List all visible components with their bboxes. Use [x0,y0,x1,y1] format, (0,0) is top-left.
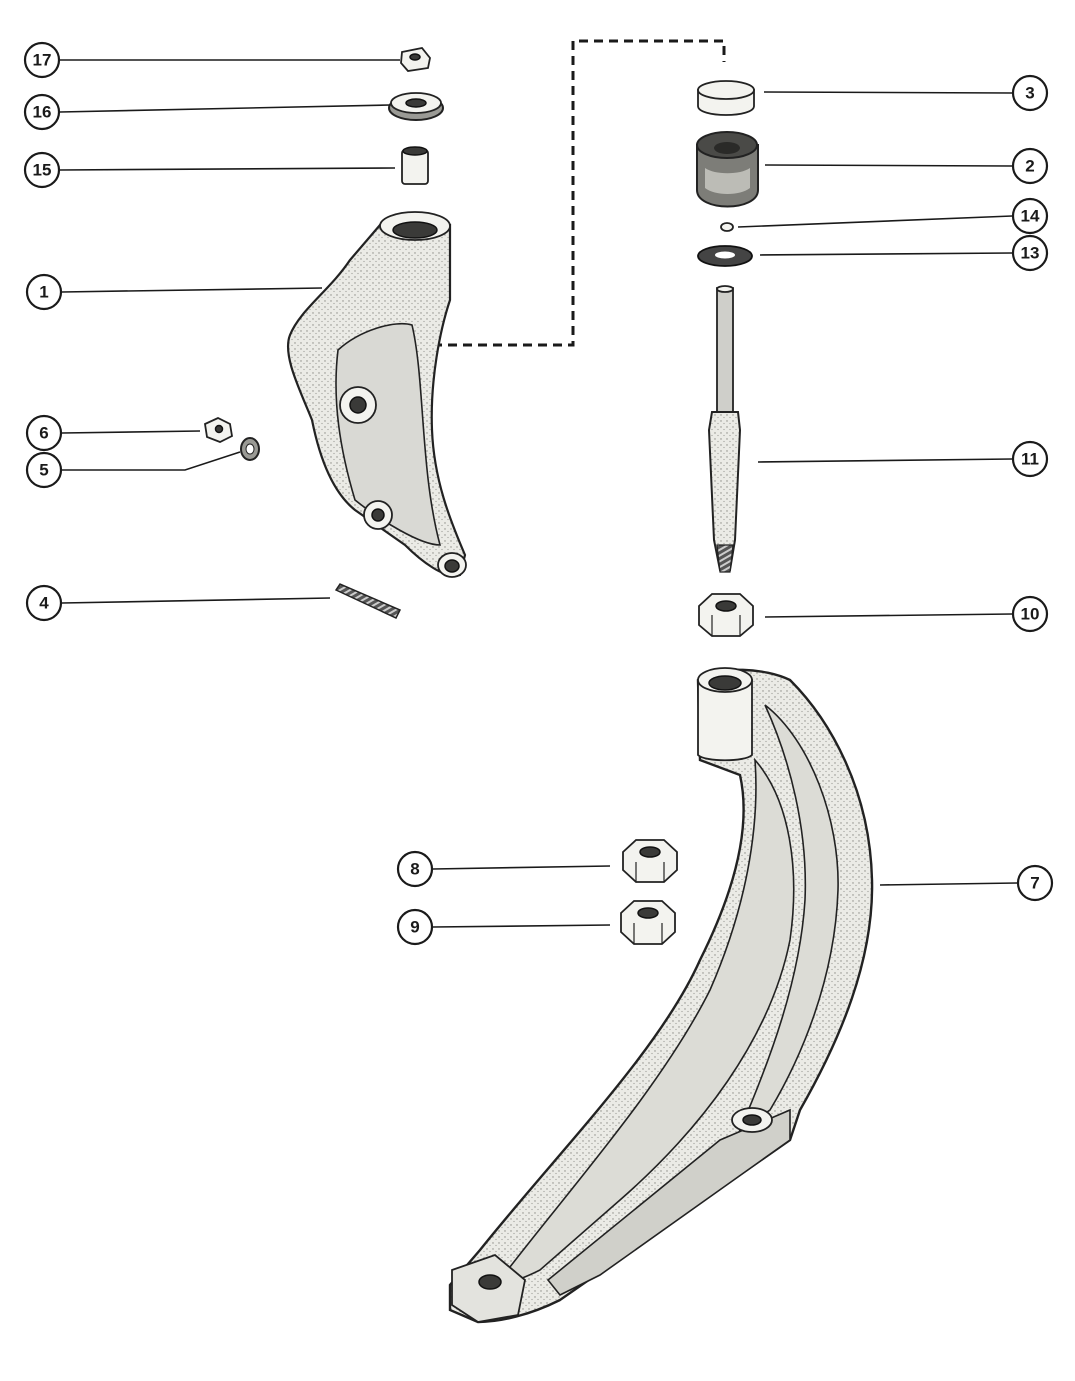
callout-6: 6 [25,414,63,452]
callout-13: 13 [1011,234,1049,272]
part-17-nut [400,47,431,72]
svg-text:4: 4 [39,594,49,613]
callout-5: 5 [25,451,63,489]
part-1-upper-bracket [286,211,467,578]
svg-text:5: 5 [39,461,48,480]
callout-16: 16 [23,93,61,131]
callout-8: 8 [396,850,434,888]
svg-text:1: 1 [39,283,48,302]
callout-2: 2 [1011,147,1049,185]
svg-text:3: 3 [1025,84,1034,103]
part-9-hex-nut [620,900,676,945]
svg-text:6: 6 [39,424,48,443]
callout-3: 3 [1011,74,1049,112]
part-4-threaded-stud [334,583,402,619]
callout-14: 14 [1011,197,1049,235]
svg-text:17: 17 [33,51,52,70]
svg-text:14: 14 [1021,207,1040,226]
svg-text:13: 13 [1021,244,1040,263]
svg-text:7: 7 [1030,874,1039,893]
callout-4: 4 [25,584,63,622]
leader-lines [59,59,1018,928]
part-16-seal [388,92,444,121]
callout-11: 11 [1011,440,1049,478]
svg-text:9: 9 [410,918,419,937]
part-10-hex-nut [698,593,754,637]
callout-10: 10 [1011,595,1049,633]
callout-17: 17 [23,41,61,79]
svg-text:15: 15 [33,161,52,180]
svg-text:16: 16 [33,103,52,122]
svg-text:10: 10 [1021,605,1040,624]
part-7-lower-bracket [448,667,874,1324]
part-5-washer [240,437,260,461]
part-13-washer [697,245,753,267]
part-14-small-washer [720,222,734,232]
part-8-hex-nut [622,839,678,883]
svg-text:11: 11 [1021,450,1039,469]
svg-text:8: 8 [410,860,419,879]
svg-text:2: 2 [1025,157,1034,176]
dashed-connector-line [413,39,726,347]
callout-1: 1 [25,273,63,311]
part-2-rubber-bushing [696,131,759,208]
callout-7: 7 [1016,864,1054,902]
part-3-cap [697,80,755,116]
part-15-bushing [401,146,429,185]
part-6-nut [204,417,233,443]
callout-9: 9 [396,908,434,946]
part-11-shaft [707,285,742,573]
callout-15: 15 [23,151,61,189]
